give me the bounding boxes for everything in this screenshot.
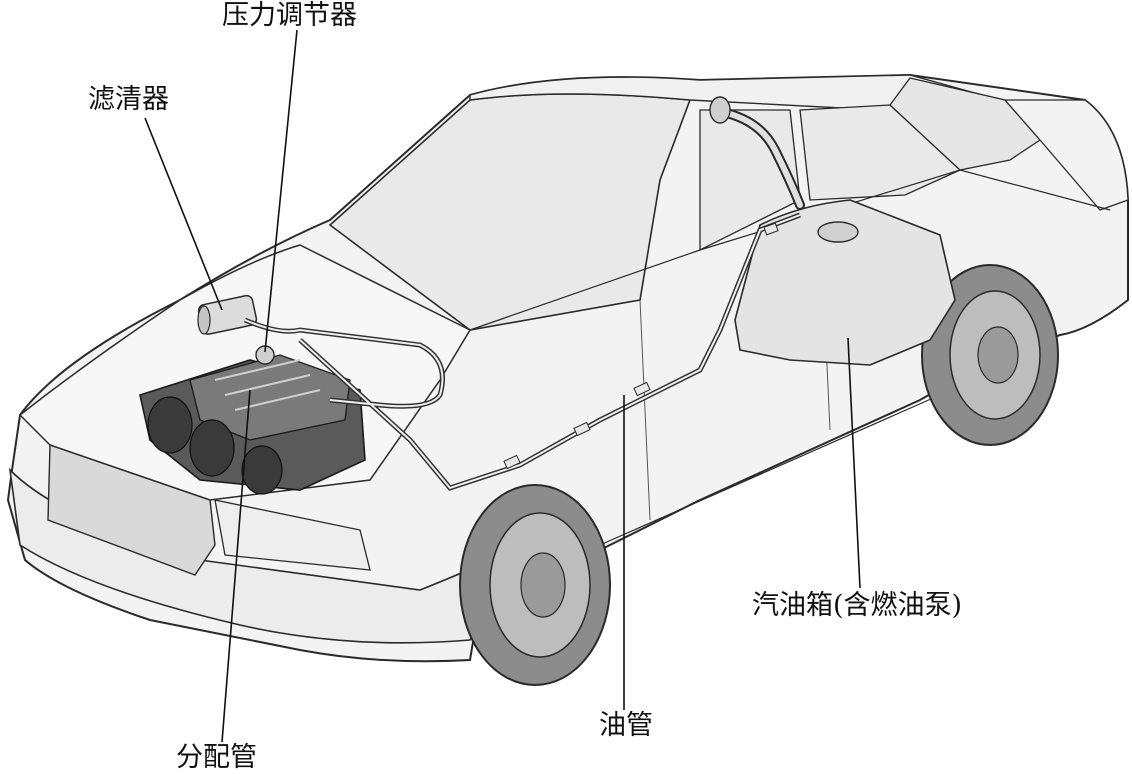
fuel-line-pipe-inner bbox=[244, 214, 801, 490]
trunk bbox=[1003, 99, 1129, 211]
fuel-pump-cap bbox=[817, 221, 859, 243]
leader-distribution-pipe bbox=[221, 389, 251, 743]
side-window-rear bbox=[799, 104, 962, 201]
pipe-clips bbox=[503, 222, 779, 470]
label-pressure-regulator: 压力调节器 bbox=[222, 0, 357, 31]
leader-fuel-tank bbox=[847, 337, 861, 589]
label-filter: 滤清器 bbox=[88, 84, 169, 115]
leader-pressure-regulator bbox=[264, 29, 298, 353]
filler-cap bbox=[709, 96, 731, 124]
label-fuel-tank: 汽油箱(含燃油泵) bbox=[752, 590, 963, 621]
leader-lines bbox=[144, 29, 861, 743]
label-fuel-line: 油管 bbox=[599, 710, 653, 741]
filler-neck-inner bbox=[719, 109, 803, 208]
rocker-line bbox=[599, 394, 941, 546]
front-wheel bbox=[459, 484, 611, 686]
fuel-filter bbox=[197, 294, 258, 335]
engine bbox=[139, 354, 366, 495]
leader-filter bbox=[144, 117, 223, 311]
headlight-right bbox=[214, 499, 371, 571]
rear-wheel bbox=[921, 264, 1059, 446]
fuel-tank-shape bbox=[734, 199, 956, 366]
label-distribution-pipe: 分配管 bbox=[176, 742, 257, 773]
